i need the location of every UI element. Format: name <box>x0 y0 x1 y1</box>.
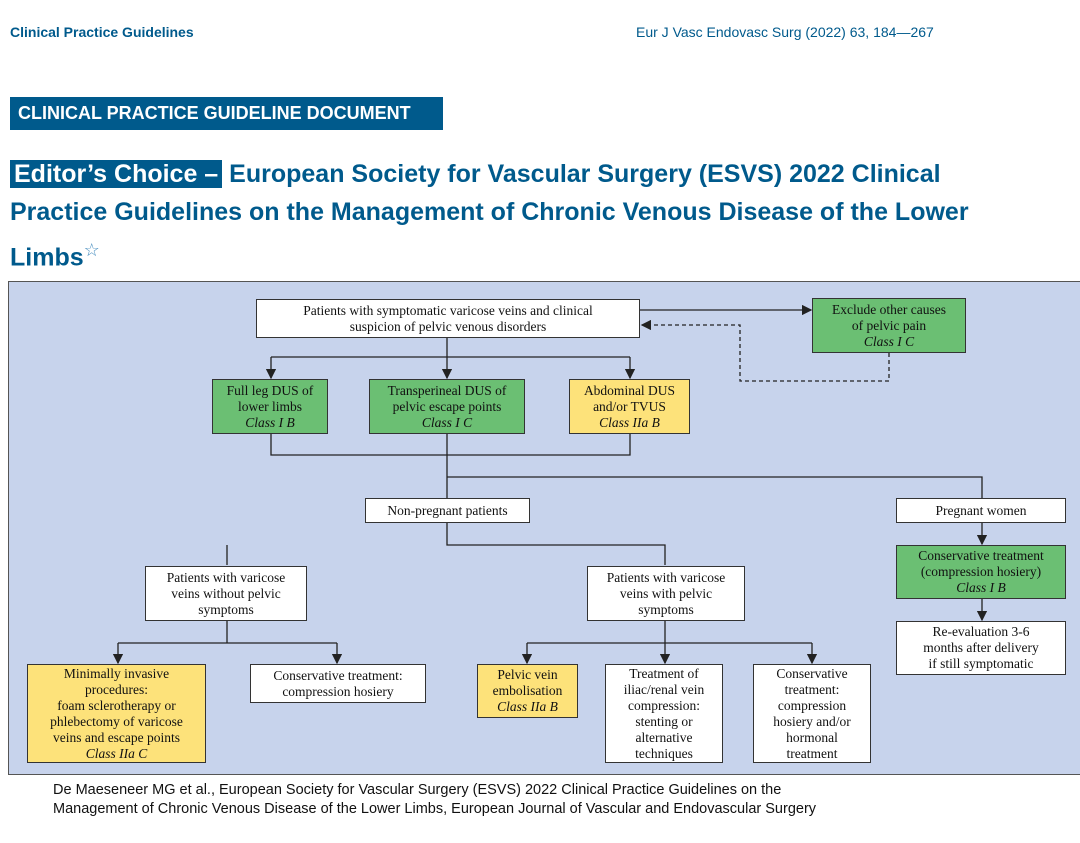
class-label: Class IIa B <box>599 414 660 430</box>
box-text: foam sclerotherapy or <box>57 697 176 713</box>
running-header-section: Clinical Practice Guidelines <box>10 24 194 40</box>
box-text: treatment: <box>784 681 840 697</box>
article-title: Editor’s Choice – European Society for V… <box>10 155 970 276</box>
box-text: of pelvic pain <box>851 317 927 333</box>
box-text: and/or TVUS <box>593 398 666 414</box>
box-text: treatment <box>786 745 838 761</box>
dashed-feedback-arrow <box>640 319 890 382</box>
start-box: Patients with symptomatic varicose veins… <box>256 299 640 338</box>
box-text: hormonal <box>786 729 838 745</box>
box-text: Pregnant women <box>935 502 1027 518</box>
box-text: Conservative treatment <box>918 548 1044 563</box>
box-text: (compression hosiery) <box>920 564 1042 579</box>
box-text: techniques <box>635 745 693 761</box>
box-text: compression: <box>628 697 700 713</box>
box-text: symptoms <box>638 601 694 617</box>
box-text: symptoms <box>198 601 254 617</box>
citation-line: De Maeseneer MG et al., European Society… <box>53 782 782 798</box>
box-text: months after delivery <box>923 640 1039 655</box>
box-text: suspicion of pelvic venous disorders <box>349 318 547 334</box>
connector <box>226 523 666 565</box>
journal-reference: Eur J Vasc Endovasc Surg (2022) 63, 184—… <box>636 24 934 40</box>
box-text: iliac/renal vein <box>623 681 705 697</box>
connector <box>270 434 983 498</box>
pregnant-box: Pregnant women <box>896 498 1066 523</box>
citation: De Maeseneer MG et al., European Society… <box>53 781 816 819</box>
box-text: Minimally invasive <box>63 665 170 681</box>
box-text: Patients with varicose <box>166 569 286 585</box>
editors-choice-label: Editor’s Choice – <box>10 160 223 188</box>
box-text: compression hosiery <box>282 683 394 699</box>
box-text: hosiery and/or <box>773 713 851 729</box>
box-text: Transperineal DUS of <box>387 382 507 398</box>
box-text: Non-pregnant patients <box>387 502 508 518</box>
box-text: if still symptomatic <box>928 656 1034 671</box>
box-text: Patients with symptomatic varicose veins… <box>303 302 593 318</box>
box-text: Pelvic vein <box>497 667 558 682</box>
class-label: Class IIa B <box>497 699 558 714</box>
box-text: pelvic escape points <box>392 398 502 414</box>
box-text: alternative <box>635 729 693 745</box>
box-text: Conservative treatment: <box>273 667 403 683</box>
citation-line: Management of Chronic Venous Disease of … <box>53 801 817 817</box>
box-text: stenting or <box>635 713 693 729</box>
non-pregnant-box: Non-pregnant patients <box>365 498 530 523</box>
box-text: Conservative <box>776 665 848 681</box>
box-text: lower limbs <box>237 398 303 414</box>
box-text: veins and escape points <box>52 729 181 745</box>
box-text: Exclude other causes <box>832 301 946 317</box>
box-text: Re-evaluation 3-6 <box>932 624 1030 639</box>
box-text: veins without pelvic <box>171 585 281 601</box>
document-type-banner: CLINICAL PRACTICE GUIDELINE DOCUMENT <box>10 97 443 130</box>
connector <box>527 621 812 644</box>
box-text: procedures: <box>85 681 148 697</box>
class-label: Class I C <box>421 414 473 430</box>
star-footnote-icon[interactable]: ☆ <box>83 240 100 260</box>
connector <box>118 621 337 644</box>
class-label: Class I B <box>245 414 295 430</box>
class-label: Class I C <box>863 333 915 349</box>
box-text: phlebectomy of varicose <box>50 713 183 729</box>
box-text: Patients with varicose <box>606 569 726 585</box>
box-text: compression <box>777 697 847 713</box>
box-text: embolisation <box>492 683 563 698</box>
class-label: Class I B <box>956 580 1006 595</box>
box-text: Abdominal DUS <box>583 382 676 398</box>
pregnant-conservative-box: Conservative treatment(compression hosie… <box>896 545 1066 599</box>
conservative-hosiery-box: Conservative treatment:compression hosie… <box>250 664 426 703</box>
connector <box>271 338 630 358</box>
class-label: Class IIa C <box>85 745 148 761</box>
box-text: Treatment of <box>629 665 699 681</box>
box-text: veins with pelvic <box>619 585 713 601</box>
box-text: Full leg DUS of <box>226 382 314 398</box>
title-text: European Society for Vascular Surgery (E… <box>10 160 969 272</box>
